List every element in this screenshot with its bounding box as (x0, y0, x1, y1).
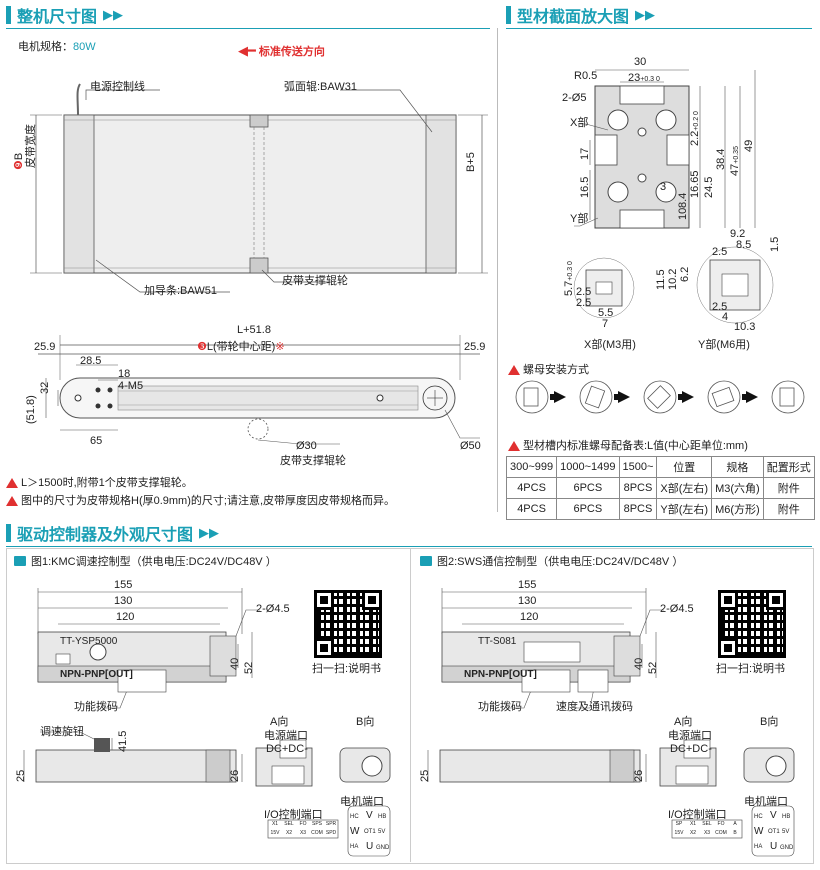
section-title-profile: 型材截面放大图▶▶ (506, 4, 655, 26)
nut-install-title: 螺母安装方式 (508, 365, 589, 376)
profile-drawing (573, 69, 774, 324)
d22-dim: 2.2+0.2 0 (689, 111, 701, 146)
table-row: 4PCS 6PCS 8PCS X部(左右) M3(六角) 附件 (505, 477, 815, 499)
b-marker: ❾B (13, 152, 25, 170)
support-roller-label: 皮带支撑辊轮 (282, 275, 348, 287)
qr-code[interactable] (718, 590, 786, 658)
b-plus-label: B+5 (465, 152, 477, 172)
fig1-title: 图1:KMC调速控制型（供电电压:DC24V/DC48V ） (14, 553, 277, 569)
scan-label: 扫一扫:说明书 (312, 663, 382, 675)
play-icon: ▶▶ (103, 7, 124, 22)
guide-bar-label: 加导条:BAW51 (144, 285, 217, 297)
qr-code[interactable] (314, 590, 382, 658)
fig2-title: 图2:SWS通信控制型（供电电压:DC24V/DC48V ） (420, 553, 683, 569)
l-center-dim: ❸L(带轮中心距)※ (197, 341, 285, 353)
section-title-outline: 整机尺寸图▶▶ (6, 4, 123, 26)
outline-drawing (30, 83, 488, 445)
direction-label: ◀━ 标准传送方向 (238, 43, 325, 58)
note-2: 图中的尺寸为皮带规格H(厚0.9mm)的尺寸;请注意,皮带厚度因皮带规格而异。 (6, 496, 395, 507)
motor-pinout-1: HC V HB W OT1 5V HA U GND (350, 810, 390, 852)
document-icon (14, 556, 26, 566)
d47-dim: 47+0.35 (729, 146, 741, 176)
x-caption: X部(M3用) (584, 339, 636, 351)
document-icon (420, 556, 432, 566)
arc-roller-label: 弧面辊:BAW31 (284, 81, 357, 93)
knob-label: 调速旋钮 (40, 726, 84, 738)
nut-install-steps (515, 380, 805, 414)
play-icon: ▶▶ (635, 7, 656, 22)
motor-spec: 电机规格：80W (18, 41, 96, 53)
note-1: L＞1500时,附带1个皮带支撑辊轮。 (6, 478, 193, 489)
table-row: 300~999 1000~1499 1500~ 位置 规格 配置形式 (505, 456, 815, 478)
play-icon: ▶▶ (199, 525, 220, 540)
l-total-dim: L+51.8 (237, 324, 271, 336)
nut-table-title: 型材槽内标准螺母配备表:L值(中心距单位:mm) (508, 441, 748, 452)
motor-pinout-2: HC V HB W OT1 5V HA U GND (754, 810, 794, 852)
table-row: 4PCS 6PCS 8PCS Y部(左右) M6(方形) 附件 (505, 498, 815, 520)
fig1-drawing (23, 588, 391, 857)
belt-width-label: 皮带宽度 (25, 124, 37, 168)
d23-dim: 23+0.3 0 (628, 72, 660, 84)
section-title-driver: 驱动控制器及外观尺寸图▶▶ (6, 522, 219, 544)
x57-dim: 5.7+0.3 0 (563, 261, 575, 296)
nut-table: 300~999 1000~1499 1500~ 位置 规格 配置形式 4PCS … (505, 456, 815, 520)
scan-label: 扫一扫:说明书 (716, 663, 786, 675)
power-cable-label: 电源控制线 (90, 81, 145, 93)
fig2-drawing (427, 588, 795, 857)
y-caption: Y部(M6用) (698, 339, 750, 351)
